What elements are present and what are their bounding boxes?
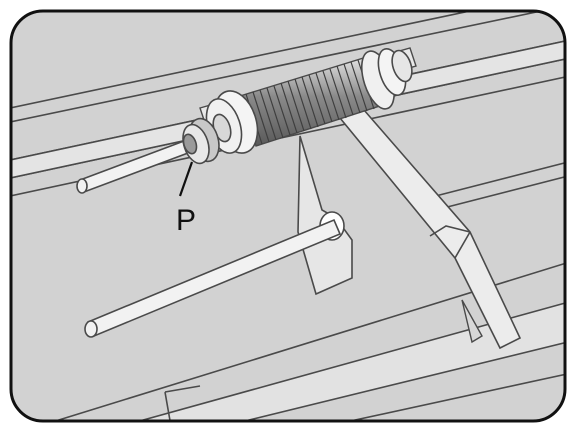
part-p xyxy=(182,117,220,165)
right-collar xyxy=(360,48,413,110)
lower-shaft xyxy=(84,218,342,338)
callout-label-p: P xyxy=(176,204,196,237)
callout-leader-line xyxy=(178,161,194,197)
frame-border xyxy=(9,9,567,423)
slot-edge xyxy=(164,385,201,421)
